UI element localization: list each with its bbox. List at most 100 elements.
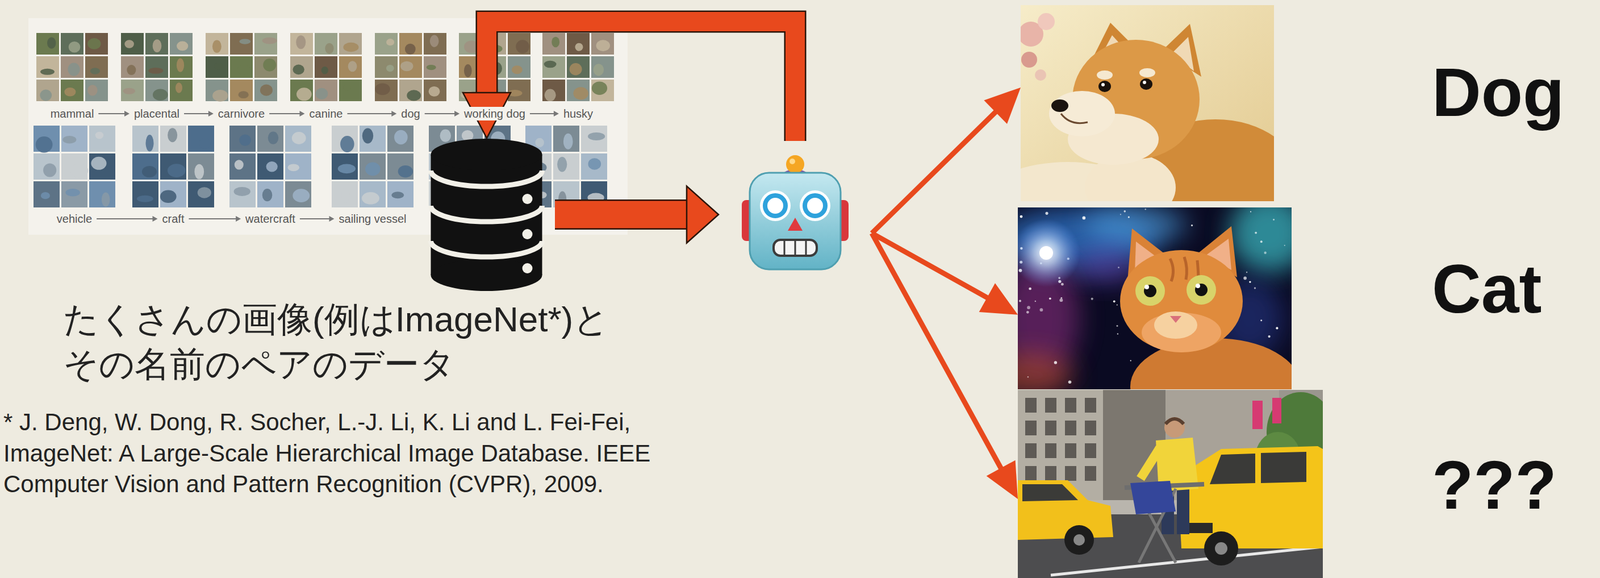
thumbnail	[331, 153, 358, 180]
cat-eye-shine	[1144, 284, 1150, 290]
database-icon-drawing	[431, 138, 543, 291]
cat-eye	[1186, 274, 1217, 305]
thumbnail-subject	[365, 162, 381, 177]
thumbnail-subject	[406, 89, 421, 101]
thumbnail	[36, 79, 60, 102]
taxi-suv	[1178, 445, 1323, 549]
hierarchy-arrow	[98, 113, 125, 115]
shirt-being-ironed	[1130, 480, 1176, 515]
dog-brow	[1096, 70, 1113, 80]
thumbnail-subject	[152, 39, 162, 53]
star	[1039, 307, 1044, 312]
hierarchy-arrowhead	[152, 215, 158, 222]
thumbnail-subject	[295, 35, 306, 49]
star	[1049, 297, 1052, 300]
thumbnail	[387, 181, 414, 208]
hierarchy-arrowhead	[235, 215, 241, 222]
robot-eye	[799, 190, 831, 221]
thumbnail-subject	[292, 188, 310, 203]
arrow-head	[686, 186, 719, 244]
hierarchy-arrowhead	[553, 110, 559, 117]
taxi-photo: ???	[1017, 389, 1323, 578]
nebula	[1229, 207, 1292, 273]
thumbnail-subject	[426, 64, 437, 70]
star	[1123, 210, 1126, 213]
db-band	[431, 170, 543, 187]
thumbnail-subject	[87, 38, 101, 50]
flow-arrow	[462, 21, 796, 141]
thumbnail	[387, 153, 414, 180]
thumbnail	[285, 125, 312, 152]
thumbnail-subject	[268, 131, 279, 144]
thumbnail	[507, 56, 531, 78]
thumbnail-subject	[551, 36, 560, 48]
thumbnail	[399, 32, 423, 55]
thumbnail-subject	[343, 42, 359, 52]
hierarchy-arrow	[347, 113, 392, 115]
star	[1275, 326, 1278, 329]
thumbnail	[132, 181, 159, 208]
thumbnail	[188, 125, 215, 152]
category-label: sailing vessel	[337, 211, 409, 226]
hierarchy-arrowhead	[329, 215, 335, 222]
thumbnail	[85, 32, 108, 55]
db-bottom	[431, 258, 543, 291]
thumbnail-subject	[101, 192, 111, 207]
thumbnail	[160, 153, 187, 180]
thumbnail-subject	[65, 188, 81, 196]
thumbnail-subject	[160, 189, 177, 203]
category-label: craft	[160, 211, 187, 226]
thumbnail	[169, 56, 193, 78]
db-light	[522, 228, 533, 240]
nebula	[1017, 352, 1074, 390]
cat-nose	[1170, 315, 1182, 323]
thumbnail	[423, 79, 447, 102]
star	[1260, 240, 1263, 243]
dog-photo-drawing	[1020, 5, 1274, 202]
thumbnail	[566, 32, 590, 55]
thumbnail	[542, 79, 566, 102]
window	[1045, 420, 1057, 436]
dog-muzzle	[1049, 90, 1115, 137]
man-leg	[1176, 488, 1190, 534]
star	[1020, 215, 1023, 219]
cat-stripe	[1170, 258, 1174, 282]
star	[1272, 218, 1275, 221]
window	[1064, 465, 1077, 481]
hierarchy-arrowhead	[454, 110, 460, 117]
db-light	[522, 262, 533, 274]
thumbnail-subject	[573, 86, 589, 100]
thumbnail-subject	[343, 84, 352, 91]
thumbnail	[160, 181, 187, 208]
robot-eye-ring	[804, 195, 826, 216]
thumbnail-subject	[43, 163, 57, 178]
thumbnail	[399, 56, 423, 78]
thumbnail-subject	[361, 191, 380, 205]
star	[1059, 298, 1063, 302]
thumbnail-subject	[266, 161, 278, 172]
taxi-window	[1260, 451, 1307, 483]
window	[1025, 465, 1037, 481]
thumbnail-subject	[212, 89, 228, 102]
thumbnail-subject	[40, 68, 55, 75]
thumbnail	[254, 32, 278, 55]
arrow-line	[871, 111, 996, 234]
category-label: carnivore	[216, 106, 267, 121]
thumbnail	[581, 125, 608, 152]
thumbnail	[591, 56, 614, 78]
thumbnail	[120, 79, 144, 102]
thumbnail	[160, 125, 187, 152]
star	[1113, 299, 1116, 303]
thumbnail	[254, 79, 278, 102]
thumbnail	[145, 32, 169, 55]
thumbnail-subject	[341, 187, 350, 203]
star	[1060, 297, 1063, 299]
db-band	[431, 240, 543, 257]
star	[1116, 304, 1118, 306]
robot-icon	[718, 140, 872, 273]
robot-icon-art	[718, 140, 872, 273]
thumbnail-subject	[348, 60, 358, 72]
thumbnail-subject	[62, 135, 77, 144]
star	[1254, 286, 1256, 289]
thumbnail-subject	[148, 67, 164, 74]
